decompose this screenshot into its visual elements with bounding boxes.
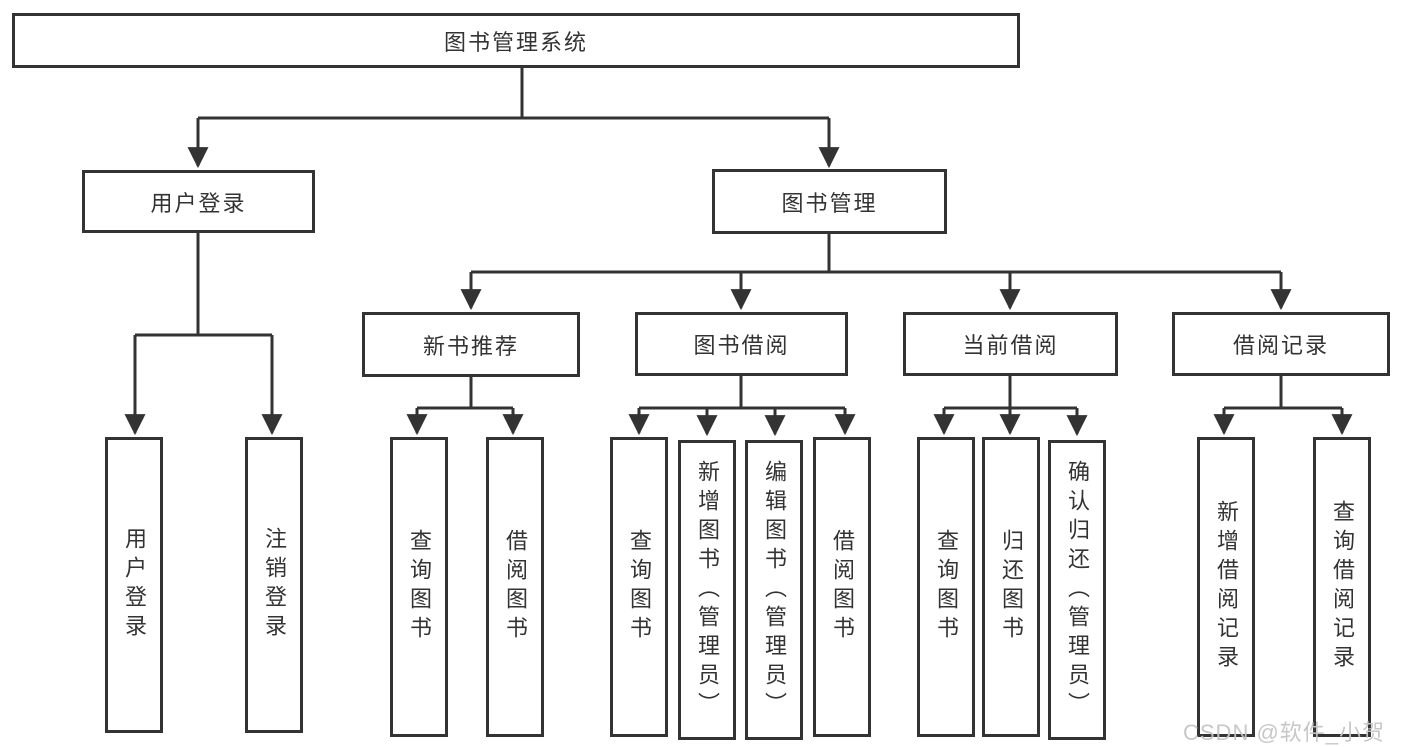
- node-book-borrow: 图书借阅: [635, 312, 848, 376]
- leaf-br-query-record-label: 查询借阅记录: [1330, 500, 1355, 674]
- connector-book-mgmt-bar: [471, 232, 1281, 274]
- leaf-cb-query-books: 查询图书: [917, 437, 975, 737]
- leaf-bb-edit-books-admin-label: 编辑图书（管理员）: [762, 459, 787, 721]
- watermark: CSDN @软件_小贺同学: [1183, 720, 1386, 745]
- leaf-bb-edit-books-admin: 编辑图书（管理员）: [745, 440, 803, 740]
- connector-root-bar: [198, 66, 829, 120]
- leaf-cb-confirm-return-admin-label: 确认归还（管理员）: [1065, 459, 1090, 721]
- leaf-logout-label: 注销登录: [262, 527, 287, 643]
- leaf-br-add-record: 新增借阅记录: [1197, 437, 1255, 737]
- node-current-borrow-label: 当前借阅: [962, 333, 1059, 358]
- node-root-system: 图书管理系统: [12, 13, 1020, 68]
- leaf-rec-borrow-books: 借阅图书: [486, 437, 544, 737]
- leaf-br-query-record: 查询借阅记录: [1313, 437, 1371, 737]
- leaf-user-login: 用户登录: [105, 437, 163, 733]
- connector-borrow-rec-bar: [1224, 374, 1342, 410]
- leaf-cb-return-books-label: 归还图书: [999, 529, 1024, 645]
- leaf-cb-confirm-return-admin: 确认归还（管理员）: [1048, 440, 1106, 740]
- leaf-bb-add-books-admin-label: 新增图书（管理员）: [695, 459, 720, 721]
- node-borrow-records: 借阅记录: [1172, 312, 1390, 376]
- connector-cur-borrow-bar: [944, 374, 1077, 410]
- leaf-bb-borrow-books-label: 借阅图书: [830, 529, 855, 645]
- node-root-system-label: 图书管理系统: [443, 29, 588, 55]
- node-new-book-recommend: 新书推荐: [362, 312, 580, 377]
- node-book-management: 图书管理: [712, 169, 947, 234]
- node-user-login: 用户登录: [82, 170, 315, 233]
- node-book-borrow-label: 图书借阅: [693, 333, 790, 358]
- node-user-login-label: 用户登录: [150, 190, 247, 216]
- leaf-bb-query-books: 查询图书: [610, 437, 668, 737]
- connector-user-login-bar: [135, 231, 272, 337]
- leaf-bb-borrow-books: 借阅图书: [813, 437, 871, 737]
- leaf-cb-query-books-label: 查询图书: [934, 529, 959, 645]
- leaf-bb-query-books-label: 查询图书: [627, 529, 652, 645]
- leaf-user-login-label: 用户登录: [122, 527, 147, 643]
- connector-new-rec-bar: [417, 375, 513, 410]
- connector-book-borrow-bar: [639, 374, 845, 410]
- node-borrow-records-label: 借阅记录: [1232, 333, 1329, 358]
- node-current-borrow: 当前借阅: [903, 312, 1118, 376]
- leaf-br-add-record-label: 新增借阅记录: [1214, 500, 1239, 674]
- leaf-logout: 注销登录: [245, 437, 303, 733]
- leaf-rec-query-books: 查询图书: [390, 437, 448, 737]
- node-book-management-label: 图书管理: [781, 190, 878, 216]
- leaf-cb-return-books: 归还图书: [982, 437, 1040, 737]
- leaf-bb-add-books-admin: 新增图书（管理员）: [678, 440, 736, 740]
- leaf-rec-query-books-label: 查询图书: [407, 529, 432, 645]
- leaf-rec-borrow-books-label: 借阅图书: [503, 529, 528, 645]
- node-new-book-recommend-label: 新书推荐: [422, 333, 519, 359]
